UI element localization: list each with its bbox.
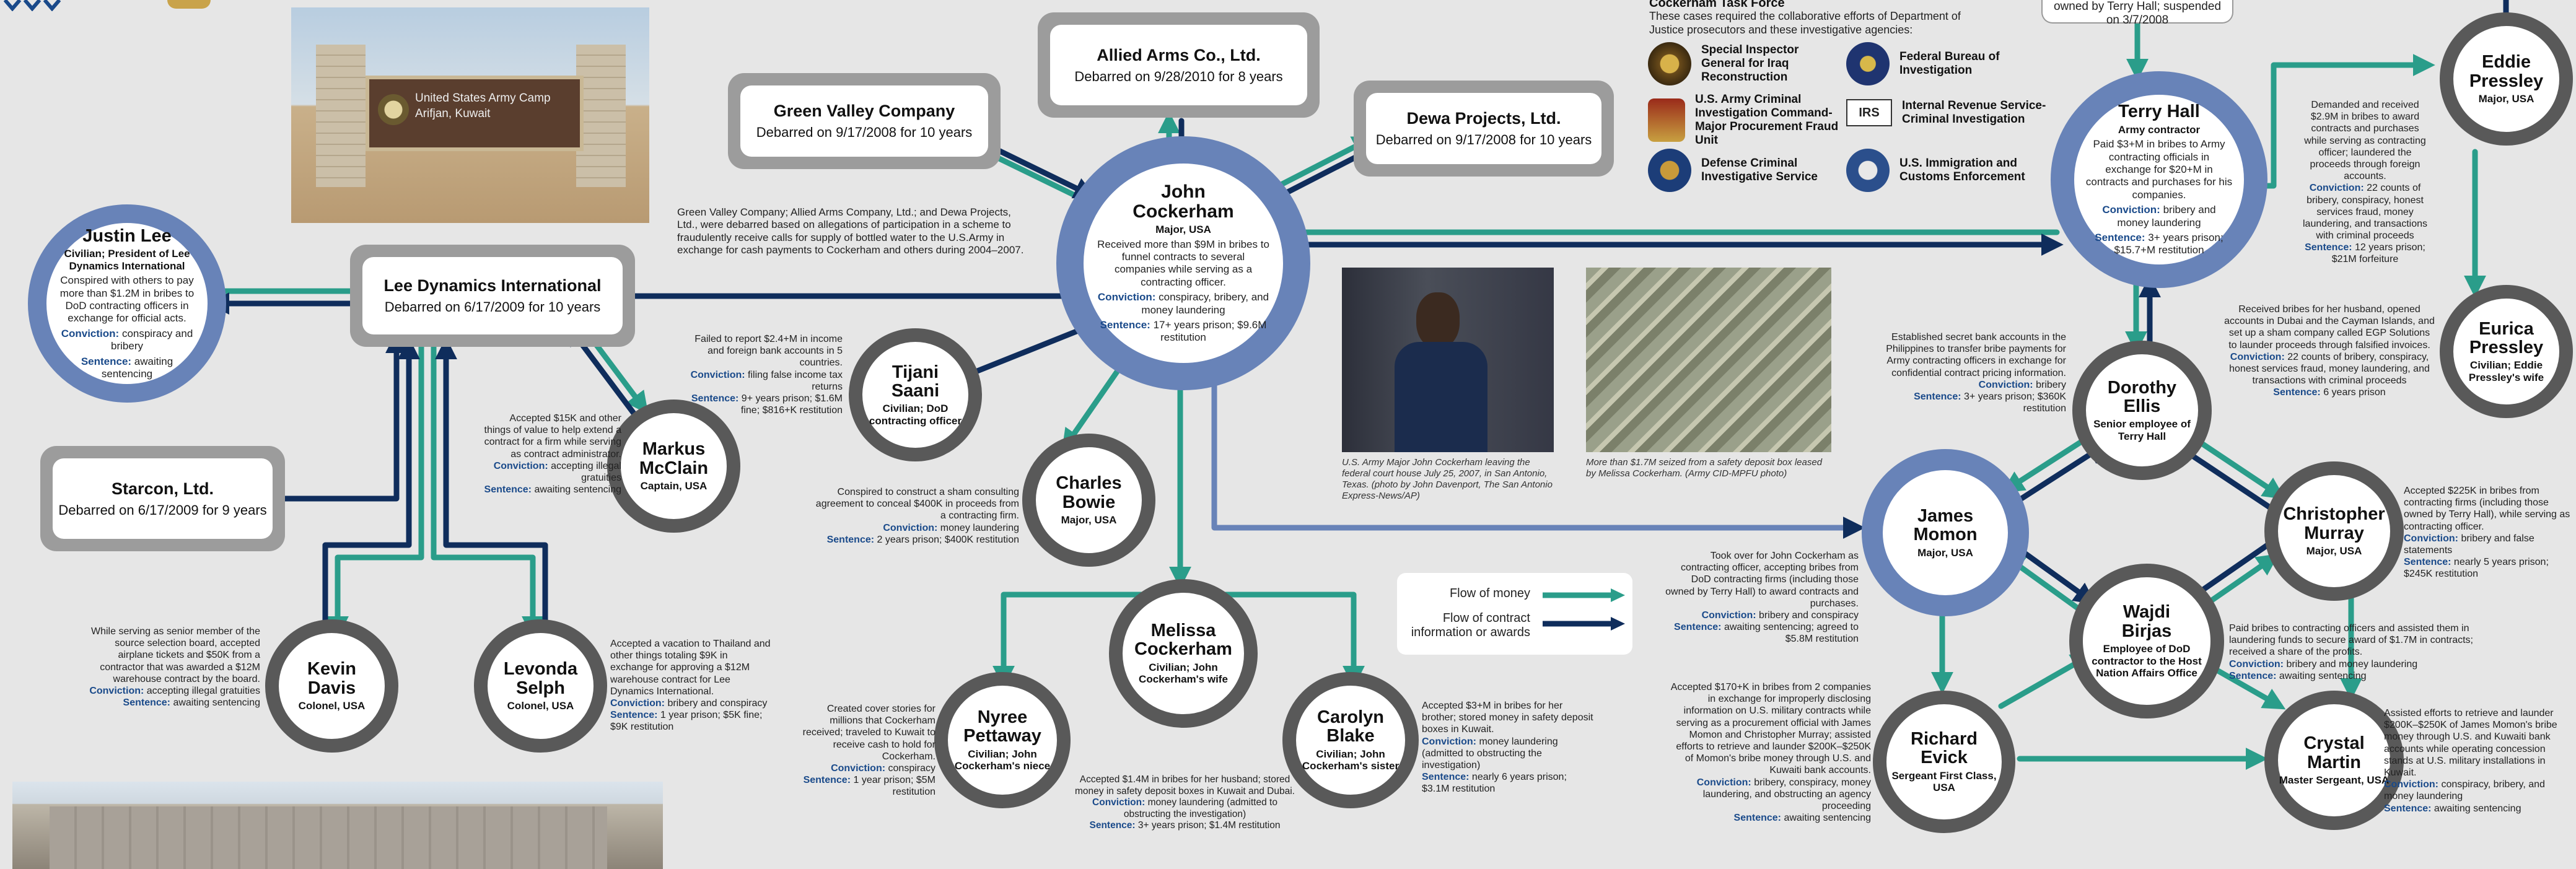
army-cid-badge-icon — [1648, 98, 1685, 142]
person-wajdi-birjas: Wajdi Birjas Employee of DoD contractor … — [2069, 564, 2224, 718]
link-wajdi-momon-contract — [2010, 542, 2096, 605]
desc-james: Took over for John Cockerham as contract… — [1665, 551, 1859, 645]
ice-seal-icon — [1846, 149, 1890, 192]
desc-charles: Conspired to construct a sham consulting… — [815, 487, 1019, 545]
legend-money-label: Flow of money — [1449, 587, 1530, 600]
desc-eurica: Received bribes for her husband, opened … — [2224, 304, 2435, 398]
desc-kevin: While serving as senior member of the so… — [89, 626, 260, 709]
person-richard-evick: Richard Evick Sergeant First Class, USA — [1873, 691, 2015, 833]
person-nyree-pettaway: Nyree Pettaway Civilian; John Cockerham'… — [934, 672, 1071, 808]
desc-nyree: Created cover stories for millions that … — [802, 704, 935, 798]
link-carolyn — [1177, 592, 1365, 688]
agency-dcis: Defense Criminal Investigative Service — [1648, 149, 1834, 192]
company-name: Starcon, Ltd. — [111, 479, 214, 498]
desc-christopher: Accepted $225K in bribes from contractin… — [2404, 486, 2570, 580]
agency-name: Defense Criminal Investigative Service — [1701, 157, 1818, 183]
company-name: Lee Dynamics International — [383, 276, 602, 295]
company-name: Green Valley Company — [773, 102, 955, 120]
irs-logo-icon: IRS — [1846, 99, 1892, 126]
desc-dorothy: Established secret bank accounts in the … — [1886, 332, 2066, 414]
top-note: owned by Terry Hall; suspended on 3/7/20… — [2041, 0, 2233, 27]
desc-levonda: Accepted a vacation to Thailand and othe… — [610, 639, 771, 733]
link-dorothy-momon-money — [2001, 430, 2097, 493]
link-kevin-money — [326, 338, 424, 639]
person-eddie-pressley: Eddie Pressley Major, USA — [2440, 12, 2573, 146]
agency-name: Federal Bureau of Investigation — [1899, 50, 2000, 77]
agency-fbi: Federal Bureau of Investigation — [1846, 42, 2013, 85]
warehouse-photo — [12, 782, 663, 869]
link-starcon — [279, 331, 408, 502]
legend-money-arrow — [1543, 588, 1625, 602]
desc-eddie: Demanded and received $2.9M in bribes to… — [2302, 100, 2428, 265]
cash-photo-caption: More than $1.7M seized from a safety dep… — [1586, 457, 1823, 479]
agency-irs: IRS Internal Revenue Service-Criminal In… — [1846, 99, 2051, 126]
person-terry-hall: Terry Hall Army contractor Paid $3+M in … — [2051, 71, 2267, 288]
desc-melissa: Accepted $1.4M in bribes for her husband… — [1075, 774, 1295, 831]
person-levonda-selph: Levonda Selph Colonel, USA — [474, 619, 607, 753]
person-justin-lee: Justin Lee Civilian; President of Lee Dy… — [28, 204, 226, 403]
link-momon — [1211, 362, 1865, 539]
person-crystal-martin: Crystal Martin Master Sergeant, USA — [2264, 691, 2404, 830]
desc-richard: Accepted $170+K in bribes from 2 compani… — [1670, 682, 1871, 824]
desc-tijani: Failed to report $2.4+M in income and fo… — [690, 334, 843, 416]
agency-sigir: Special Inspector General for Iraq Recon… — [1648, 42, 1834, 85]
company-dewa-projects: Dewa Projects, Ltd. Debarred on 9/17/2008… — [1354, 81, 1614, 177]
company-debarment: Debarred on 6/17/2009 for 9 years — [58, 502, 267, 518]
person-john-cockerham: John Cockerham Major, USA Received more … — [1056, 136, 1310, 390]
agency-ice: U.S. Immigration and Customs Enforcement — [1846, 149, 2032, 192]
desc-crystal: Assisted efforts to retrieve and launder… — [2384, 708, 2557, 814]
agency-army-cid: U.S. Army Criminal Investigation Command… — [1648, 93, 1852, 147]
person-kevin-davis: Kevin Davis Colonel, USA — [265, 619, 398, 753]
camp-sign-text: United States Army Camp Arifjan, Kuwait — [415, 92, 551, 120]
logo-fragment — [0, 0, 87, 12]
person-christopher-murray: Christopher Murray Major, USA — [2264, 461, 2404, 601]
company-starcon: Starcon, Ltd. Debarred on 6/17/2009 for 9… — [40, 446, 285, 551]
desc-markus: Accepted $15K and other things of value … — [484, 413, 622, 496]
company-debarment: Debarred on 6/17/2009 for 10 years — [384, 299, 601, 315]
task-force-title: Cockerham Task Force — [1649, 0, 1785, 10]
cockerham-photo-caption: U.S. Army Major John Cockerham leaving t… — [1342, 457, 1553, 501]
agency-name: Special Inspector General for Iraq Recon… — [1701, 43, 1799, 84]
legend-contract-label: Flow of contract information or awards — [1411, 611, 1530, 639]
agency-name: U.S. Immigration and Customs Enforcement — [1899, 157, 2025, 183]
link-kevin-contract — [322, 337, 420, 632]
person-eurica-pressley: Eurica Pressley Civilian; Eddie Pressley… — [2440, 285, 2573, 418]
person-charles-bowie: Charles Bowie Major, USA — [1022, 434, 1155, 567]
seized-cash-photo — [1586, 268, 1831, 452]
army-seal-icon — [378, 94, 409, 125]
fbi-seal-icon — [1846, 42, 1890, 85]
link-charles — [1061, 362, 1124, 452]
company-debarment: Debarred on 9/28/2010 for 8 years — [1074, 68, 1283, 84]
link-levonda-money — [431, 338, 544, 639]
company-allied-arms: Allied Arms Co., Ltd. Debarred on 9/28/20… — [1038, 12, 1320, 118]
person-dorothy-ellis: Dorothy Ellis Senior employee of Terry H… — [2072, 341, 2212, 480]
person-carolyn-blake: Carolyn Blake Civilian; John Cockerham's… — [1282, 672, 1419, 808]
camp-arifjan-sign-photo: United States Army Camp Arifjan, Kuwait — [291, 7, 649, 223]
person-melissa-cockerham: Melissa Cockerham Civilian; John Cockerh… — [1109, 579, 1258, 728]
desc-wajdi: Paid bribes to contracting officers and … — [2229, 623, 2473, 681]
sigir-seal-icon — [1648, 42, 1691, 85]
person-markus-mcclain: Markus McClain Captain, USA — [607, 400, 740, 533]
agency-seal-top-icon — [167, 0, 211, 9]
agency-name: U.S. Army Criminal Investigation Command… — [1695, 93, 1839, 147]
legend: Flow of money Flow of contract informati… — [1397, 573, 1632, 655]
company-name: Dewa Projects, Ltd. — [1406, 109, 1561, 128]
companies-note: Green Valley Company; Allied Arms Compan… — [677, 206, 1024, 256]
company-name: Allied Arms Co., Ltd. — [1097, 45, 1261, 64]
link-levonda-contract — [435, 337, 548, 632]
legend-contract-arrow — [1543, 617, 1625, 631]
cockerham-court-photo — [1342, 268, 1554, 452]
company-debarment: Debarred on 9/17/2008 for 10 years — [756, 124, 973, 140]
dcis-seal-icon — [1648, 149, 1691, 192]
agency-name: Internal Revenue Service-Criminal Invest… — [1902, 99, 2046, 126]
link-nyree — [992, 592, 1183, 688]
person-james-momon: James Momon Major, USA — [1862, 449, 2029, 616]
person-tijani-saani: Tijani Saani Civilian; DoD contracting o… — [849, 328, 982, 461]
desc-carolyn: Accepted $3+M in bribes for her brother;… — [1422, 701, 1593, 795]
task-force-intro: These cases required the collaborative e… — [1649, 10, 1961, 36]
company-debarment: Debarred on 9/17/2008 for 10 years — [1375, 132, 1592, 147]
